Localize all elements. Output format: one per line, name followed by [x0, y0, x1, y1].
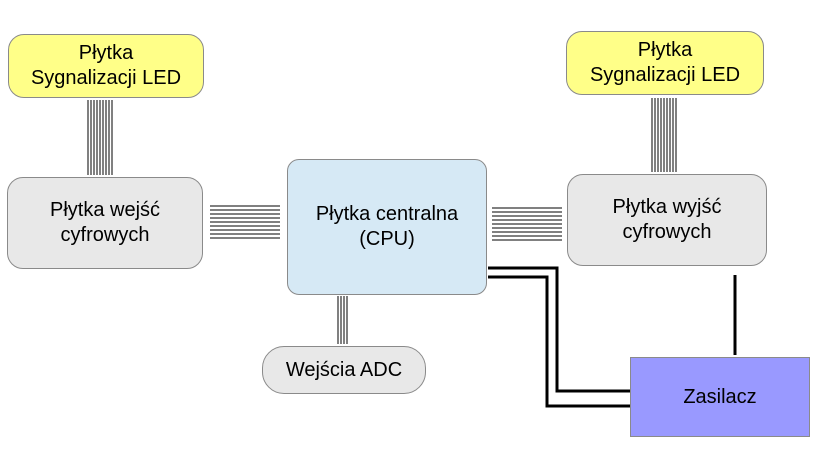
bus-cpu-to-outputs — [492, 207, 562, 241]
power-supply-label: Zasilacz — [683, 385, 757, 408]
led-board-left-label: Płytka Sygnalizacji LED — [30, 42, 182, 89]
adc-inputs-label: Wejścia ADC — [285, 358, 403, 381]
digital-inputs-board: Płytka wejść cyfrowych — [7, 177, 203, 269]
cpu-board-label: Płytka centralna (CPU) — [315, 203, 459, 250]
power-supply: Zasilacz — [630, 357, 810, 437]
digital-outputs-board: Płytka wyjść cyfrowych — [567, 174, 767, 266]
digital-outputs-board-label: Płytka wyjść cyfrowych — [612, 196, 722, 243]
led-board-left: Płytka Sygnalizacji LED — [8, 34, 204, 98]
digital-inputs-board-label: Płytka wejść cyfrowych — [49, 199, 161, 246]
bus-inputs-to-cpu — [210, 205, 280, 239]
cpu-board: Płytka centralna (CPU) — [287, 159, 487, 295]
bus-led-left-to-inputs — [87, 100, 113, 175]
power-line-cpu-to-supply — [488, 266, 630, 408]
bus-led-right-to-outputs — [651, 98, 677, 172]
led-board-right: Płytka Sygnalizacji LED — [566, 31, 764, 95]
adc-inputs: Wejścia ADC — [262, 346, 426, 394]
led-board-right-label: Płytka Sygnalizacji LED — [589, 39, 741, 86]
bus-cpu-to-adc — [337, 296, 348, 344]
